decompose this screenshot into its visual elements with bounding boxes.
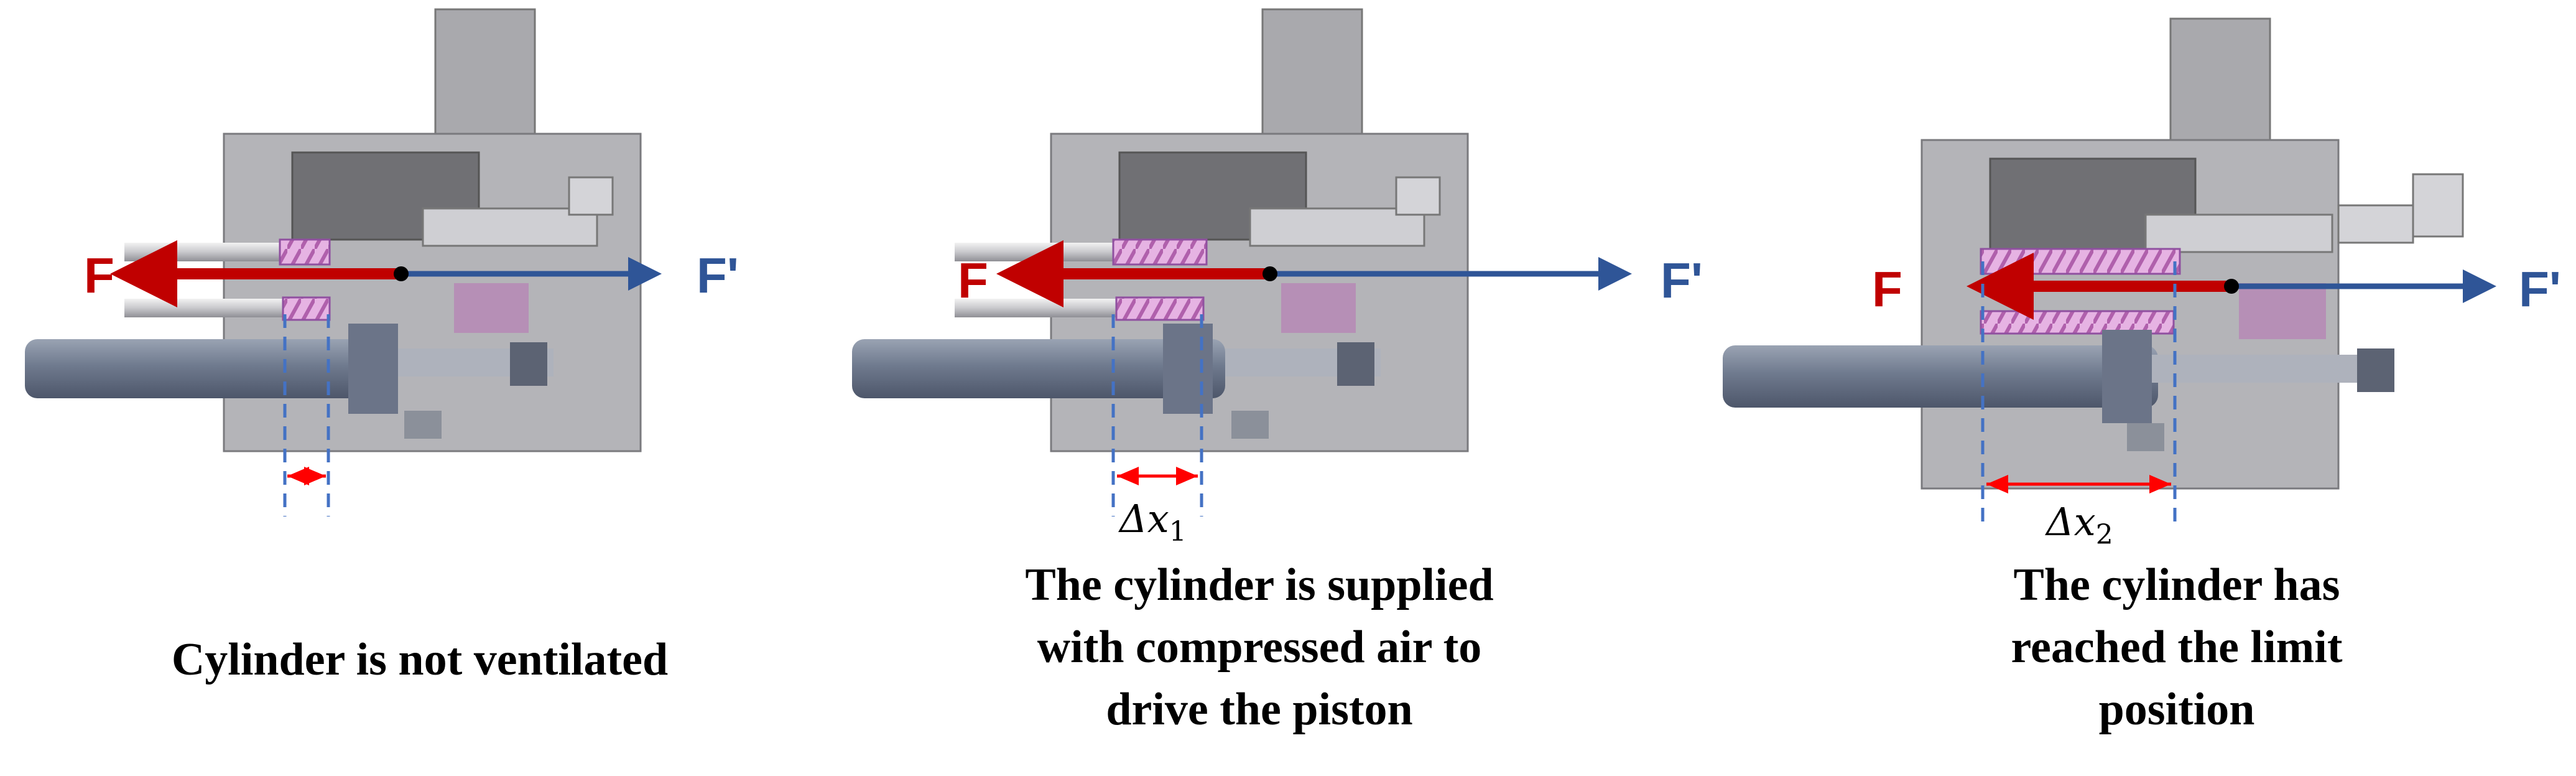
panel-2-caption: The cylinder is supplied with compressed…: [902, 554, 1617, 741]
machine-assembly: [1723, 17, 2464, 490]
force-label-f: F: [84, 248, 114, 303]
force-arrows: F F': [84, 240, 739, 307]
caption-line: reached the limit: [2011, 622, 2343, 673]
force-label-f: F: [1872, 261, 1902, 317]
force-label-f-prime: F': [697, 248, 739, 303]
machine-assembly: [852, 8, 1469, 452]
panel-1-caption: Cylinder is not ventilated: [93, 629, 746, 691]
force-arrows: F F': [1872, 253, 2561, 320]
delta-x-subscript: 2: [2096, 519, 2113, 551]
force-arrows: F F': [958, 240, 1703, 308]
caption-line: The cylinder has: [2013, 559, 2340, 610]
displacement-indicator: [283, 314, 330, 517]
caption-line: position: [2098, 684, 2255, 735]
panel-1: F F': [25, 8, 739, 517]
panel-3-caption: The cylinder has reached the limit posit…: [1897, 554, 2457, 741]
displacement-label: Δx2: [2045, 499, 2113, 551]
delta-x-text: Δx: [2045, 499, 2096, 545]
delta-x-subscript: 1: [1169, 516, 1187, 548]
machine-assembly: [25, 8, 642, 452]
delta-x-text: Δx: [1118, 496, 1169, 541]
caption-line: with compressed air to: [1037, 622, 1482, 673]
force-label-f-prime: F': [2519, 261, 2561, 317]
displacement-indicator: Δx2: [1981, 261, 2177, 551]
panel-2: F F' Δx1: [852, 8, 1703, 548]
displacement-indicator: Δx1: [1111, 314, 1203, 548]
force-label-f-prime: F': [1661, 253, 1703, 308]
caption-line: The cylinder is supplied: [1025, 559, 1494, 610]
displacement-label: Δx1: [1118, 496, 1187, 548]
panel-3: F F' Δx2: [1723, 17, 2561, 551]
caption-line: Cylinder is not ventilated: [171, 634, 669, 685]
force-label-f: F: [958, 253, 988, 308]
caption-line: drive the piston: [1106, 684, 1413, 735]
